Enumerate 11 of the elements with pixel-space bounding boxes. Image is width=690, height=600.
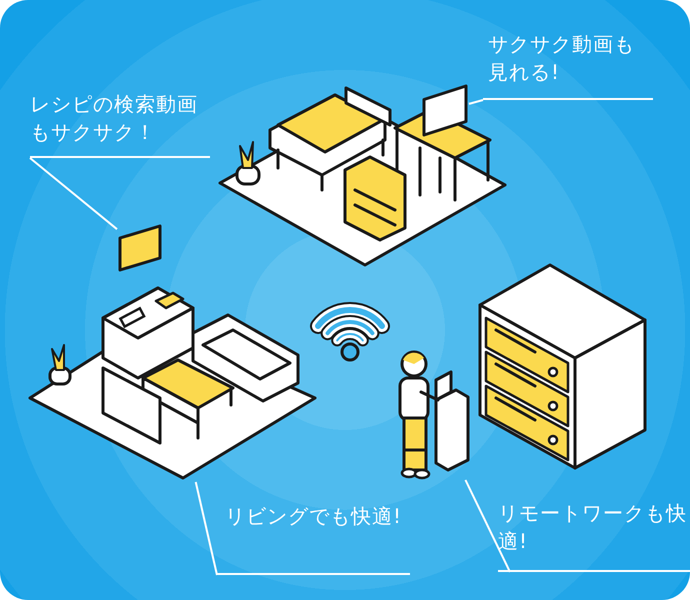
underlined-callout-text: リモートワークも快適!	[498, 499, 690, 572]
leader-line	[29, 157, 118, 230]
underlined-callout-text: サクサク動画も見れる!	[483, 30, 653, 100]
monitor-drawing	[421, 83, 469, 138]
tablet-drawing	[117, 223, 163, 273]
leader-line	[194, 482, 218, 576]
person-at-computer-drawing	[396, 350, 472, 480]
underlined-callout-text: リビングでも快適!	[217, 502, 410, 575]
leader-line	[468, 99, 484, 105]
underlined-callout-text: レシピの検索動画もサクサク！	[30, 90, 210, 158]
leader-line	[464, 480, 511, 572]
